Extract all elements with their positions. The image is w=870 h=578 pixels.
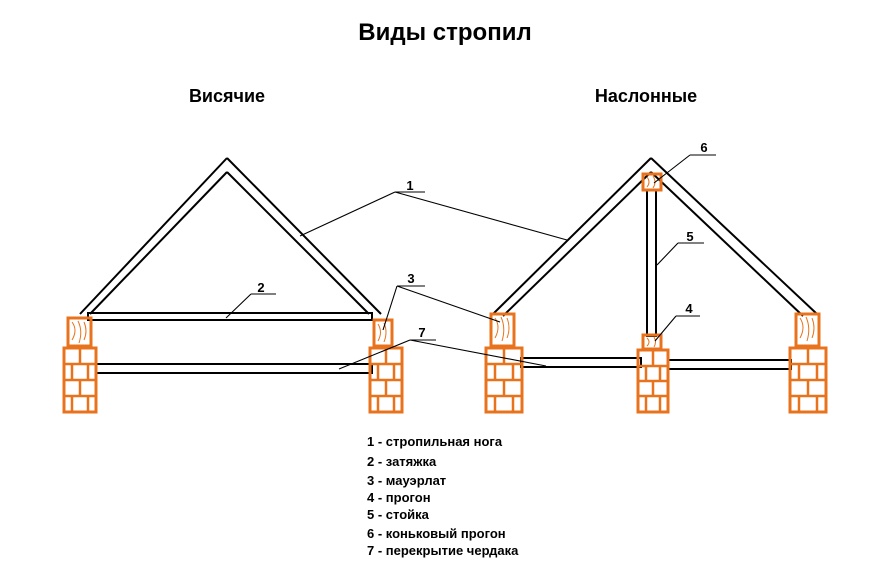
callout-7: 7: [418, 325, 425, 340]
legend-item: 1 - стропильная нога: [367, 434, 503, 449]
hanging-rafters-label: Висячие: [189, 86, 265, 106]
layered-rafters-label: Наслонные: [595, 86, 697, 106]
attic-floor-right: [667, 359, 792, 370]
legend-item: 4 - прогон: [367, 490, 431, 505]
callout-5: 5: [686, 229, 693, 244]
post: [646, 189, 657, 337]
right-brick-pillar-middle: [636, 348, 670, 414]
left-brick-pillar-1: [62, 316, 98, 414]
callout-6: 6: [700, 140, 707, 155]
right-brick-pillar-1: [484, 312, 524, 414]
legend-item: 2 - затяжка: [367, 454, 437, 469]
ridge-purlin: [641, 172, 663, 192]
left-brick-pillar-2: [368, 318, 404, 414]
attic-floor-beam: [95, 363, 373, 374]
callout-3: 3: [407, 271, 414, 286]
callout-4: 4: [685, 301, 693, 316]
right-brick-pillar-2: [788, 312, 828, 414]
legend-item: 7 - перекрытие чердака: [367, 543, 519, 558]
attic-floor-left: [520, 357, 642, 368]
hanging-truss: [79, 157, 382, 374]
diagram-title: Виды стропил: [358, 19, 531, 46]
legend-item: 5 - стойка: [367, 507, 430, 522]
legend-item: 6 - коньковый прогон: [367, 526, 506, 541]
right-truss-rafter-legs: [492, 157, 818, 317]
callout-2: 2: [257, 280, 264, 295]
left-truss-rafter-legs: [79, 157, 382, 315]
callout-1: 1: [406, 178, 413, 193]
legend: 1 - стропильная нога 2 - затяжка 3 - мау…: [367, 434, 519, 558]
legend-item: 3 - мауэрлат: [367, 473, 446, 488]
callout-leaders: [225, 154, 716, 370]
